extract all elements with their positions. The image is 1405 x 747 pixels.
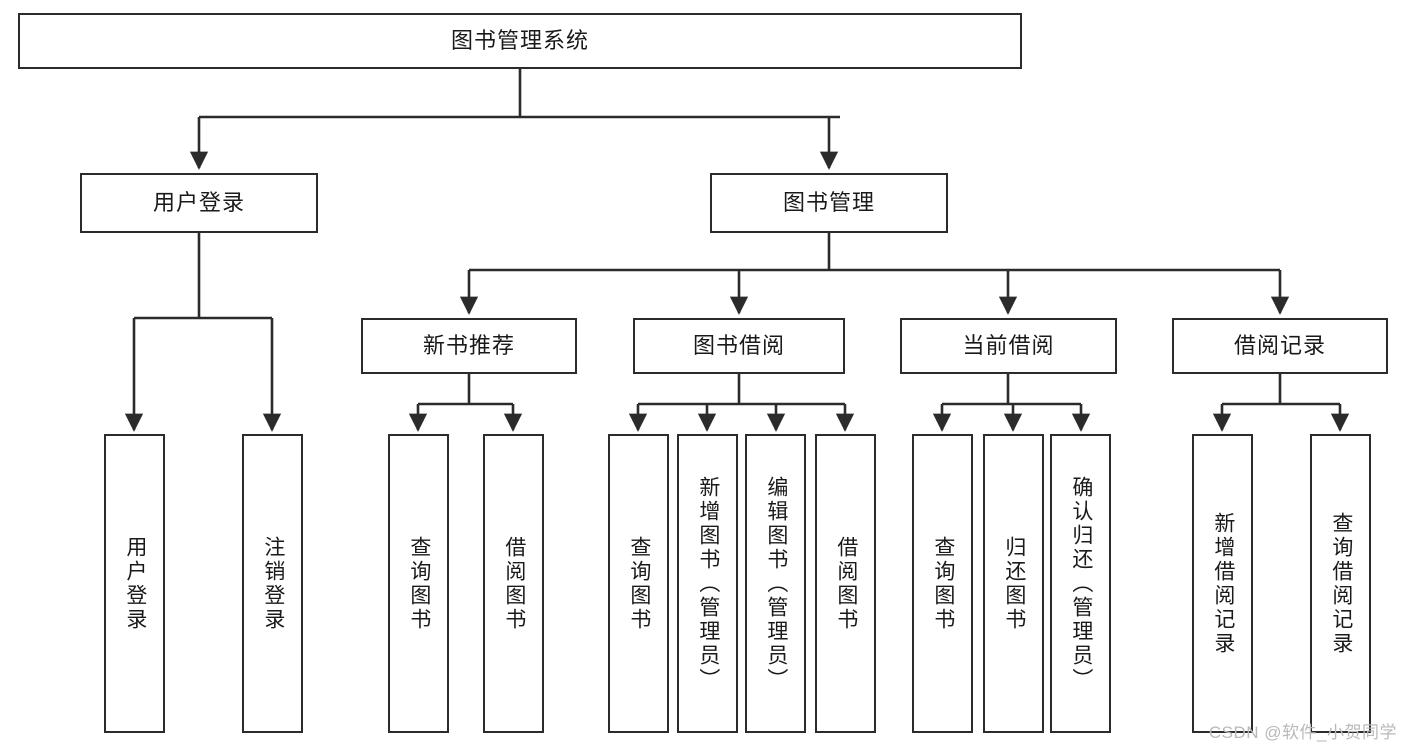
node-leaf-add-borrow-record[interactable]: 新增借阅记录 [1192,434,1253,733]
node-leaf-borrow-book-2[interactable]: 借阅图书 [815,434,876,733]
node-label: 新增借阅记录 [1211,511,1235,656]
node-label: 用户登录 [123,535,147,632]
node-current-borrow[interactable]: 当前借阅 [900,318,1117,374]
node-label: 借阅图书 [834,535,858,632]
node-label: 查询图书 [931,535,955,632]
node-label: 借阅图书 [502,535,526,632]
node-leaf-return-book[interactable]: 归还图书 [983,434,1044,733]
node-label: 归还图书 [1002,535,1026,632]
node-root-system[interactable]: 图书管理系统 [18,13,1022,69]
node-label: 借阅记录 [1233,332,1326,358]
node-leaf-query-book-3[interactable]: 查询图书 [912,434,973,733]
csdn-watermark: CSDN @软件_小贺同学 [1208,723,1397,742]
node-book-borrow[interactable]: 图书借阅 [633,318,845,374]
node-label: 新增图书（管理员） [696,475,720,692]
node-label: 新书推荐 [422,332,515,358]
node-book-management[interactable]: 图书管理 [710,173,948,233]
node-leaf-edit-book-admin[interactable]: 编辑图书（管理员） [745,434,806,733]
node-user-login[interactable]: 用户登录 [80,173,318,233]
node-leaf-query-book-1[interactable]: 查询图书 [388,434,449,733]
node-label: 查询图书 [627,535,651,632]
node-label: 图书借阅 [692,332,785,358]
node-leaf-borrow-book-1[interactable]: 借阅图书 [483,434,544,733]
node-label: 注销登录 [261,535,285,632]
node-label: 编辑图书（管理员） [764,475,788,692]
node-label: 确认归还（管理员） [1069,475,1093,692]
node-label: 图书管理系统 [450,27,589,53]
node-label: 图书管理 [782,189,875,215]
node-leaf-query-borrow-record[interactable]: 查询借阅记录 [1310,434,1371,733]
node-label: 当前借阅 [962,332,1055,358]
node-leaf-add-book-admin[interactable]: 新增图书（管理员） [677,434,738,733]
node-label: 查询图书 [407,535,431,632]
node-leaf-confirm-return-admin[interactable]: 确认归还（管理员） [1050,434,1111,733]
node-leaf-user-login[interactable]: 用户登录 [104,434,165,733]
node-leaf-logout-login[interactable]: 注销登录 [242,434,303,733]
node-borrow-record[interactable]: 借阅记录 [1172,318,1388,374]
node-new-book-recommend[interactable]: 新书推荐 [361,318,577,374]
node-label: 用户登录 [152,189,245,215]
node-leaf-query-book-2[interactable]: 查询图书 [608,434,669,733]
node-label: 查询借阅记录 [1329,511,1353,656]
